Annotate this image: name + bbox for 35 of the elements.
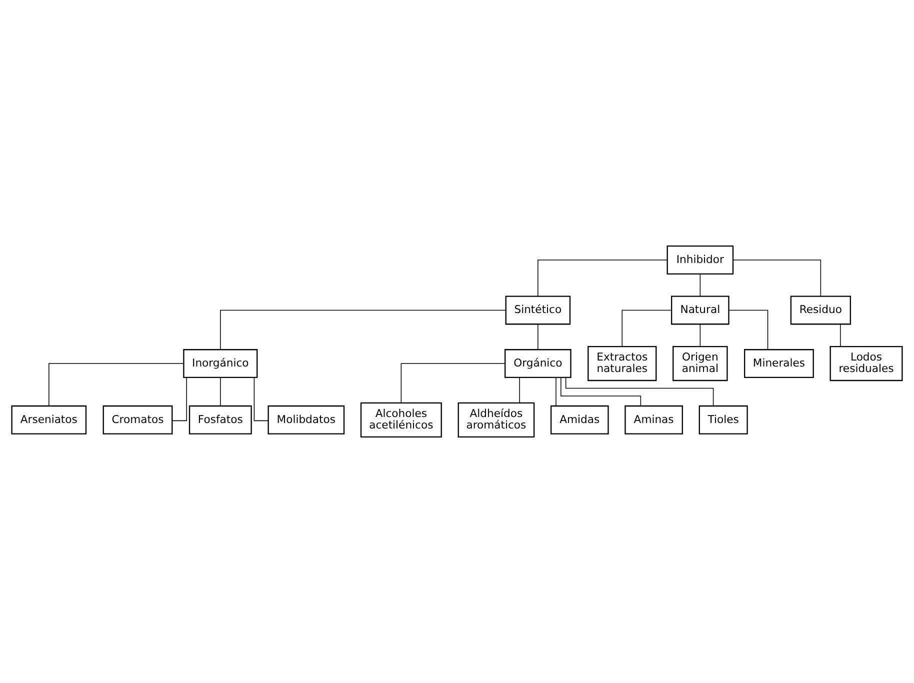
connector — [622, 310, 672, 347]
connector — [220, 377, 221, 406]
node-box: Extractos naturales — [588, 346, 657, 382]
node-box: Cromatos — [102, 405, 173, 434]
connector — [538, 260, 668, 297]
node-box: Natural — [671, 296, 730, 325]
node-box: Aminas — [624, 405, 683, 434]
connector — [48, 363, 184, 406]
connector — [220, 310, 506, 350]
connector — [400, 363, 506, 404]
node-box: Orgánico — [504, 349, 572, 378]
connector — [700, 274, 701, 297]
node-box: Alcoholes acetilénicos — [360, 402, 442, 438]
node-box: Lodos residuales — [830, 346, 903, 382]
connector — [700, 324, 701, 347]
connector — [254, 377, 269, 422]
node-box: Sintético — [505, 296, 571, 325]
node-box: Arseniatos — [11, 405, 87, 434]
connector — [172, 377, 187, 422]
node-box: Molibdatos — [268, 405, 345, 434]
node-box: Minerales — [744, 349, 814, 378]
connector — [728, 310, 768, 350]
node-box: Inhibidor — [666, 246, 734, 274]
connector — [519, 377, 520, 404]
connector — [565, 377, 714, 406]
connector — [732, 260, 822, 297]
node-box: Residuo — [790, 296, 851, 325]
connector — [840, 324, 841, 347]
connector — [560, 377, 642, 406]
node-box: Inorgánico — [183, 349, 258, 378]
node-box: Aldheídos aromáticos — [458, 402, 535, 438]
node-box: Tioles — [698, 405, 748, 434]
node-box: Fosfatos — [188, 405, 252, 434]
node-box: Amidas — [550, 405, 609, 434]
node-box: Origen animal — [672, 346, 728, 382]
